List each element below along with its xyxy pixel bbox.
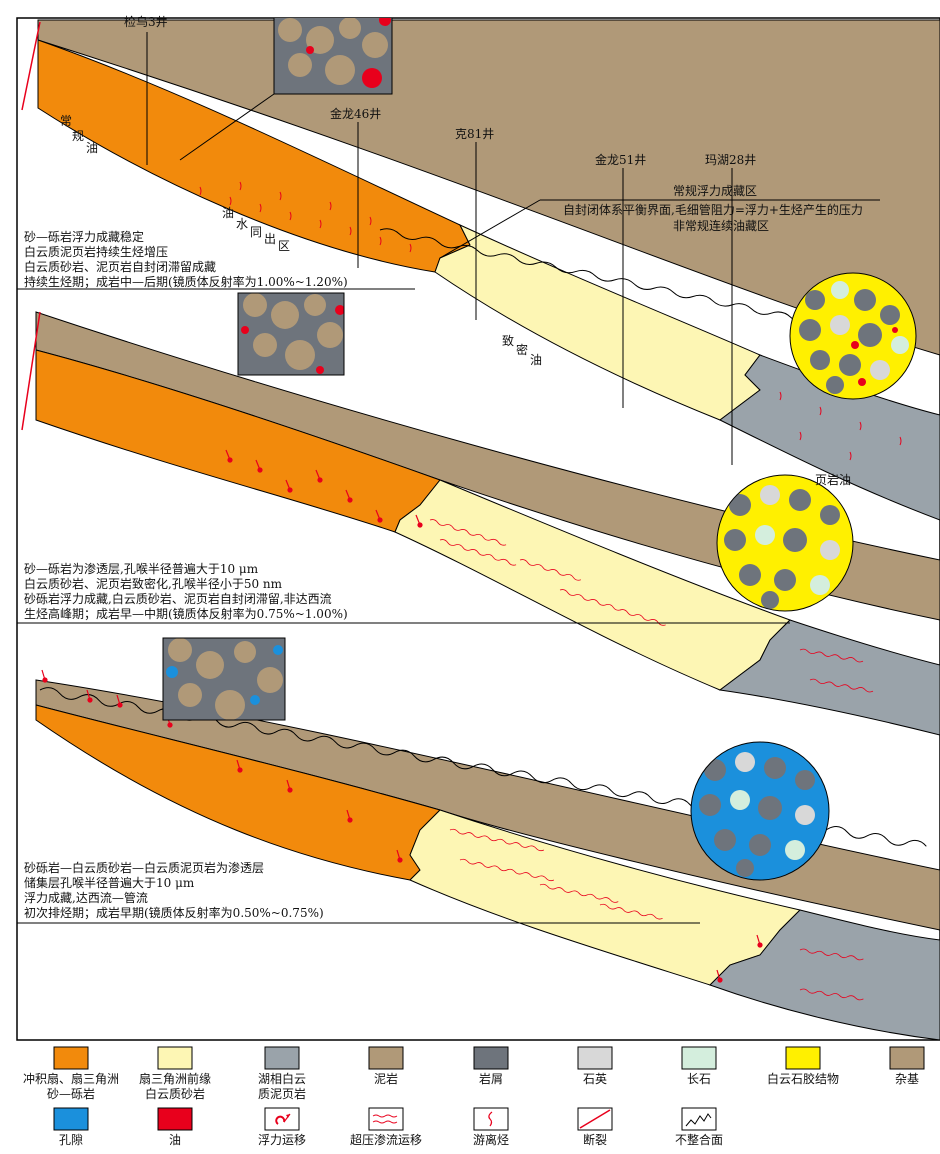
legend-swatch-sandstone — [157, 1046, 193, 1070]
well-label-ke81: 克81井 — [455, 127, 494, 141]
legend-swatch-dolomite — [785, 1046, 821, 1070]
legend-label-conglomerate-1: 冲积扇、扇三角洲 — [23, 1071, 119, 1086]
shale-bottom — [709, 909, 940, 1040]
panel-middle-note-1: 砂—砾岩为渗透层,孔喉半径普遍大于10 μm — [24, 561, 259, 576]
panel-top-note-3: 白云质砂岩、泥页岩自封闭滞留成藏 — [24, 259, 216, 274]
panel-top-note-1: 砂—砾岩浮力成藏稳定 — [24, 229, 144, 244]
panel-middle-note-3: 砂砾岩浮力成藏,白云质砂岩、泥页岩自封闭滞留,非达西流 — [24, 591, 332, 606]
oil-water-char-3: 同 — [250, 225, 262, 239]
oil-water-char-2: 水 — [236, 217, 248, 231]
fault-line-2 — [21, 311, 41, 431]
annotation-balance-interface: 自封闭体系平衡界面,毛细管阻力=浮力+生烃产生的压力 — [563, 202, 863, 217]
overpressure-seepage-marks-bottom — [449, 828, 864, 1001]
micrograph-circle-middle — [717, 475, 853, 611]
well-label-mahu28: 玛湖28井 — [705, 152, 756, 167]
unconformity-top — [379, 228, 811, 324]
tight-oil-char-1: 致 — [502, 334, 514, 348]
legend-icon-buoyancy — [264, 1107, 300, 1131]
cross-section-panels — [17, 18, 940, 1040]
panel-bottom-note-2: 储集层孔喉半径普遍大于10 μm — [24, 875, 195, 890]
well-label-jinlong46: 金龙46井 — [330, 106, 381, 121]
shale-middle — [718, 619, 940, 736]
legend-label-shale-1: 湖相白云 — [258, 1071, 306, 1086]
legend-swatch-lithic — [473, 1046, 509, 1070]
panel-bottom-section — [17, 669, 940, 1040]
legend-swatch-mudstone — [368, 1046, 404, 1070]
micrograph-circle-top — [790, 273, 916, 399]
legend-label-oil: 油 — [169, 1133, 181, 1147]
micrograph-circle-middle-frame — [716, 474, 854, 612]
panel-middle-section — [17, 311, 940, 736]
shale-oil-label: 页岩油 — [815, 472, 851, 487]
panel-bottom-note-3: 浮力成藏,达西流—管流 — [24, 890, 148, 905]
fault-line-1 — [21, 21, 41, 111]
conventional-oil-char-2: 规 — [72, 128, 84, 143]
thin-section-top-frame — [273, 18, 393, 95]
legend-label-feldspar: 长石 — [687, 1072, 711, 1086]
legend-label-fault: 断裂 — [583, 1132, 607, 1147]
legend-swatch-conglomerate — [53, 1046, 89, 1070]
thin-section-top — [274, 18, 392, 94]
legend-label-pore: 孔隙 — [59, 1133, 83, 1147]
oil-water-char-5: 区 — [278, 239, 290, 253]
legend-swatch-shale — [264, 1046, 300, 1070]
legend-label-matrix: 杂基 — [895, 1072, 919, 1086]
panel-bottom-note-4: 初次排烃期；成岩早期(镜质体反射率为0.50%~0.75%) — [24, 905, 324, 920]
oil-water-char-4: 出 — [264, 232, 276, 246]
legend-label-buoyancy: 浮力运移 — [258, 1133, 306, 1147]
buoyancy-arrows-middle — [225, 449, 423, 528]
legend-label-unconformity: 不整合面 — [675, 1132, 723, 1147]
balance-interface-line — [439, 199, 541, 259]
conventional-oil-char-1: 常 — [60, 114, 72, 128]
thin-section-middle-frame — [237, 292, 345, 376]
legend-swatch-matrix — [889, 1046, 925, 1070]
legend-label-conglomerate-2: 砂—砾岩 — [47, 1086, 95, 1101]
overpressure-seepage-marks-middle — [429, 519, 874, 693]
panel-middle-note-4: 生烃高峰期；成岩早—中期(镜质体反射率为0.75%~1.00%) — [24, 606, 348, 621]
free-hydrocarbon-marks-top — [199, 181, 902, 461]
annotation-unconventional-zone: 非常规连续油藏区 — [673, 218, 769, 233]
legend-swatch-feldspar — [681, 1046, 717, 1070]
legend-swatch-pore — [53, 1107, 89, 1131]
legend-label-dolomite: 白云石胶结物 — [767, 1071, 839, 1086]
conventional-oil-char-3: 油 — [86, 141, 98, 155]
legend-label-sandstone-2: 白云质砂岩 — [145, 1086, 205, 1101]
thin-section-top-leader — [179, 93, 275, 161]
oil-water-char-1: 油 — [222, 206, 234, 220]
legend-label-sandstone-1: 扇三角洲前缘 — [139, 1071, 211, 1086]
legend-label-free-hydrocarbon: 游离烃 — [473, 1132, 509, 1147]
legend-label-shale-2: 质泥页岩 — [258, 1086, 306, 1101]
tight-oil-char-2: 密 — [516, 342, 528, 357]
annotation-conventional-zone: 常规浮力成藏区 — [673, 183, 757, 198]
legend-label-quartz: 石英 — [583, 1072, 607, 1086]
thin-section-bottom-frame — [162, 637, 286, 721]
thin-section-bottom — [163, 638, 285, 720]
micrograph-circle-bottom — [691, 742, 829, 880]
legend: 冲积扇、扇三角洲 砂—砾岩 扇三角洲前缘 白云质砂岩 湖相白云 质泥页岩 泥岩 … — [23, 1046, 925, 1147]
thin-section-middle — [238, 293, 344, 375]
buoyancy-arrows-bottom — [41, 669, 763, 983]
legend-label-overpressure: 超压渗流运移 — [350, 1132, 422, 1147]
panel-top-note-2: 白云质泥页岩持续生烃增压 — [24, 244, 168, 259]
panel-top-section — [17, 19, 940, 521]
legend-swatch-quartz — [577, 1046, 613, 1070]
legend-icon-fault — [577, 1107, 613, 1131]
panel-bottom-note-1: 砂砾岩—白云质砂岩—白云质泥页岩为渗透层 — [24, 860, 264, 875]
legend-icon-overpressure — [368, 1107, 404, 1131]
legend-icon-unconformity — [681, 1107, 717, 1131]
legend-swatch-oil — [157, 1107, 193, 1131]
panel-middle-note-2: 白云质砂岩、泥页岩致密化,孔喉半径小于50 nm — [24, 576, 283, 591]
panel-top-note-4: 持续生烃期；成岩中—后期(镜质体反射率为1.00%~1.20%) — [24, 274, 348, 289]
micrograph-circle-top-frame — [789, 272, 917, 400]
legend-label-mudstone: 泥岩 — [374, 1071, 398, 1086]
micrograph-circle-bottom-frame — [690, 741, 830, 881]
well-label-jinlong51: 金龙51井 — [595, 152, 646, 167]
well-label-jianwu3: 检乌3井 — [124, 14, 168, 29]
tight-oil-char-3: 油 — [530, 353, 542, 367]
legend-icon-free-hydrocarbon — [473, 1107, 509, 1131]
legend-label-lithic: 岩屑 — [479, 1071, 503, 1086]
